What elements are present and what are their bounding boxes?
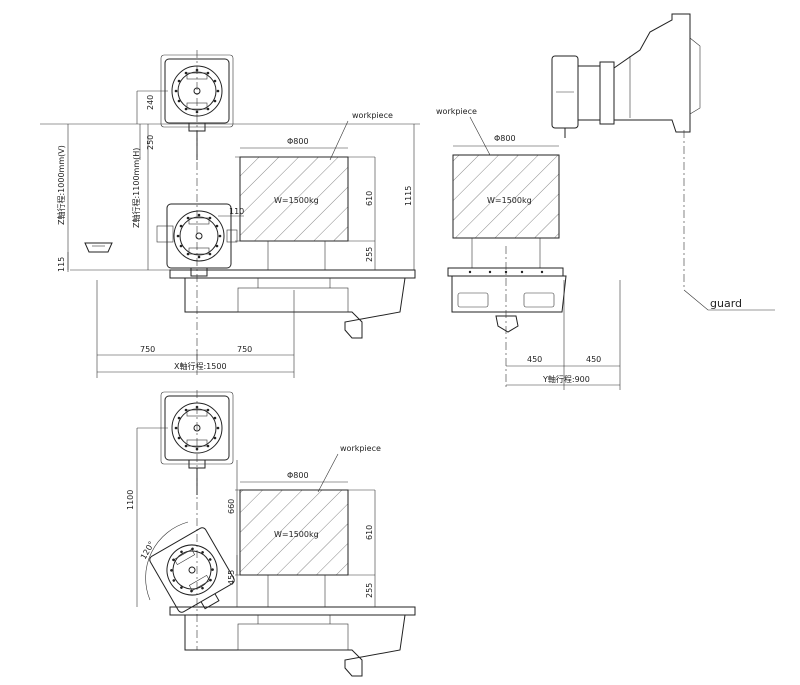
- tilt-workpiece-block: [239, 489, 349, 576]
- dim-750-right: 750: [237, 345, 252, 354]
- side-weight-label: W=1500kg: [487, 196, 532, 205]
- tilt-view: Φ800 W=1500kg workpiece 120° 1100 660 45…: [126, 390, 416, 677]
- dim-250: 250: [146, 135, 155, 150]
- tilt-dim-610: 610: [365, 525, 374, 540]
- column: [613, 13, 691, 133]
- dim-110: 110: [229, 207, 244, 216]
- tilted-rotary-head: [147, 525, 241, 622]
- dim-240: 240: [146, 95, 155, 110]
- tilt-dim-255: 255: [365, 583, 374, 598]
- dim-660: 660: [227, 499, 236, 514]
- dim-1115: 1115: [404, 186, 413, 206]
- workpiece-block: [239, 156, 349, 242]
- guard-label: guard: [710, 297, 742, 310]
- dim-115-left: 115: [57, 257, 66, 272]
- x-stroke: X軸行程:1500: [174, 361, 227, 371]
- dim-1100: 1100: [126, 490, 135, 510]
- side-spindle-head: [551, 55, 615, 138]
- side-workpiece-block: [452, 154, 560, 239]
- tilt-workpiece-label: workpiece: [340, 444, 381, 453]
- tilt-weight-label: W=1500kg: [274, 530, 319, 539]
- machine-base: [184, 277, 406, 339]
- tilt-diameter-label: Φ800: [287, 471, 309, 480]
- dim-610: 610: [365, 191, 374, 206]
- dim-450-right: 450: [586, 355, 601, 364]
- y-stroke: Y軸行程:900: [542, 374, 590, 384]
- side-workpiece-label: workpiece: [436, 107, 477, 116]
- tilt-angle: 120°: [139, 540, 156, 561]
- weight-label: W=1500kg: [274, 196, 319, 205]
- tool-setter: [84, 242, 113, 253]
- dim-750-left: 750: [140, 345, 155, 354]
- workpiece-label: workpiece: [352, 111, 393, 120]
- tilt-arc: [145, 521, 189, 601]
- side-view: guard Φ800 W=1500kg workpiece 450 450 Y軸…: [436, 13, 775, 390]
- z-stroke-h: Z軸行程:1100mm(H): [131, 148, 141, 228]
- side-base: [451, 275, 567, 313]
- dim-255: 255: [365, 247, 374, 262]
- diameter-label: Φ800: [287, 137, 309, 146]
- side-diameter-label: Φ800: [494, 134, 516, 143]
- rotary-head-lower: [156, 203, 238, 277]
- z-stroke-v: Z軸行程:1000mm(V): [56, 145, 66, 225]
- dim-455: 455: [227, 570, 236, 585]
- front-view: Φ800 W=1500kg workpiece 240 250 Z軸行程:110…: [40, 50, 420, 378]
- side-rotary-chuck: [495, 315, 519, 333]
- dim-450-left: 450: [527, 355, 542, 364]
